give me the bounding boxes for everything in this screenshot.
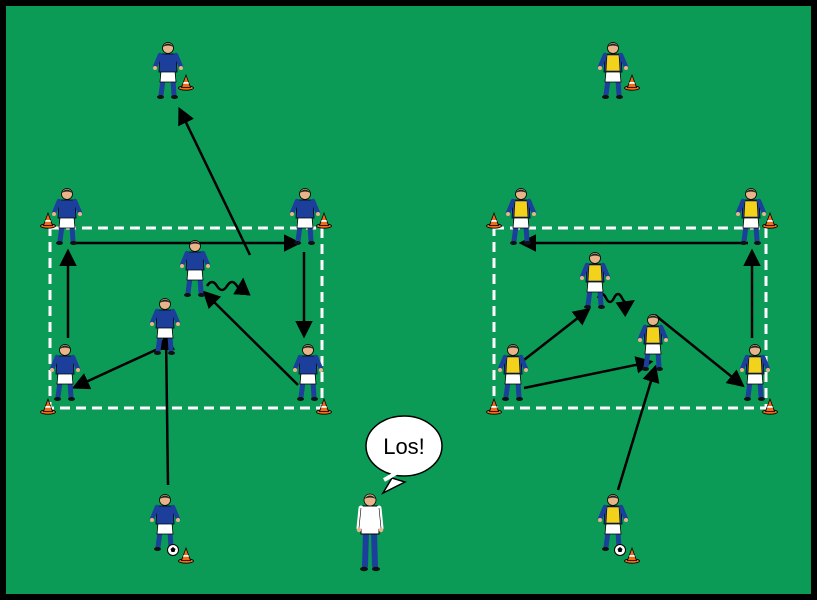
arrow — [523, 307, 591, 361]
pitch — [6, 6, 811, 594]
arrow — [202, 290, 299, 386]
ball-icon — [167, 544, 179, 556]
arrow — [71, 346, 161, 390]
arrow — [157, 332, 175, 486]
dribble-arrow — [596, 292, 635, 318]
speech-bubble-icon — [365, 415, 443, 495]
right-arrows — [518, 234, 761, 491]
arrow — [523, 356, 654, 390]
dribble-arrow — [205, 277, 251, 296]
speech-text: Los! — [383, 434, 425, 459]
right-drill — [486, 43, 778, 564]
right-square — [492, 226, 768, 410]
ball-icon — [614, 544, 626, 556]
left-drill — [40, 43, 332, 564]
coach-group: Los! — [357, 415, 443, 571]
left-square — [48, 226, 324, 410]
arrow — [178, 106, 252, 256]
left-arrows — [59, 106, 313, 486]
arrow — [654, 314, 745, 388]
arrow — [616, 364, 660, 491]
